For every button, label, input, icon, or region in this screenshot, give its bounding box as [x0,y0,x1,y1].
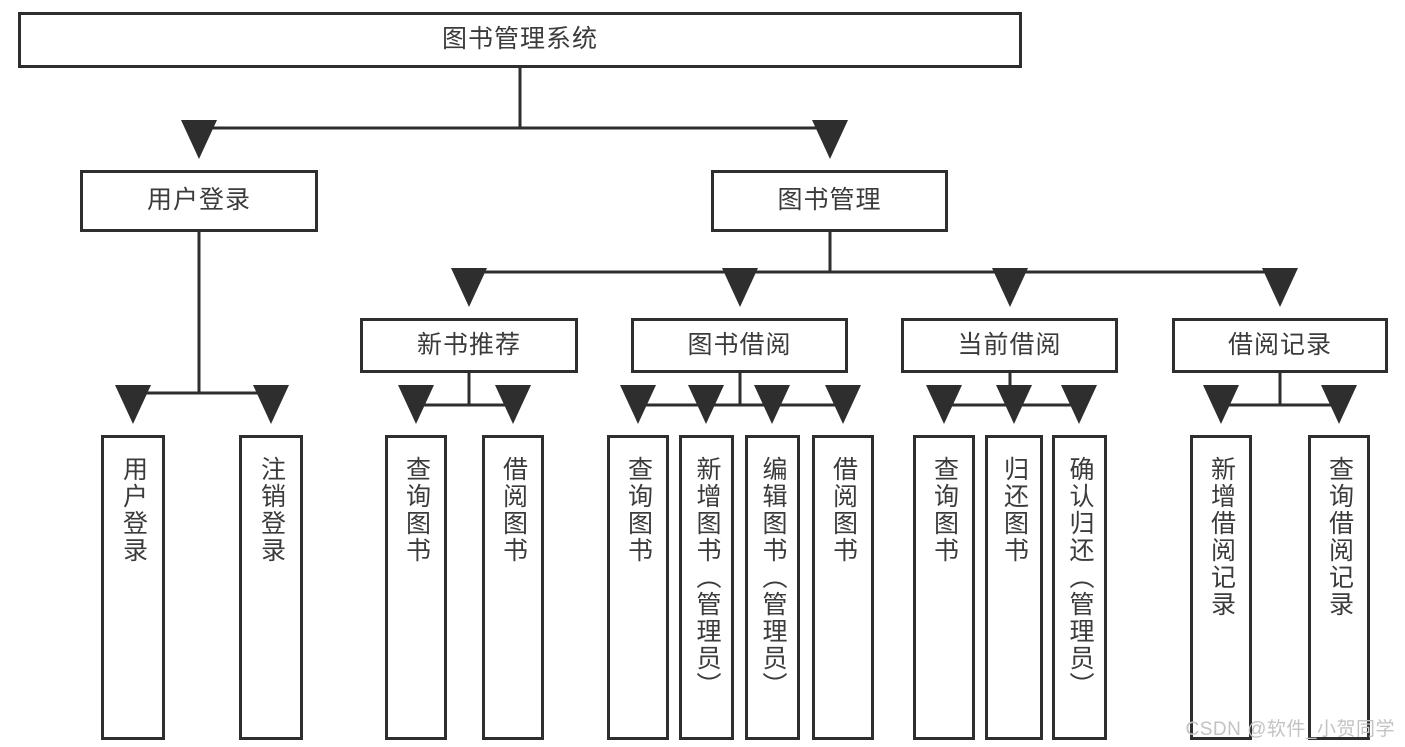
node-leaf-query-book-borrow[interactable]: 查询图书 [607,435,669,740]
edges-root-to-level2 [181,68,848,159]
node-borrow-records[interactable]: 借阅记录 [1172,318,1388,373]
node-leaf-query-book-recommend[interactable]: 查询图书 [385,435,447,740]
node-leaf-return-book[interactable]: 归还图书 [985,435,1043,740]
node-leaf-label: 新增图书（管理员） [693,456,721,699]
node-leaf-label: 用户登录 [119,456,148,564]
node-leaf-label: 归还图书 [1000,456,1029,564]
edges-current-to-leaves [926,373,1097,424]
node-leaf-label: 新增借阅记录 [1207,456,1236,618]
node-new-book-recommend-label: 新书推荐 [416,330,521,359]
node-root-system[interactable]: 图书管理系统 [18,12,1022,68]
csdn-watermark: CSDN @软件_小贺同学 [1185,719,1395,740]
node-current-borrow-label: 当前借阅 [957,330,1062,359]
node-leaf-add-book-admin[interactable]: 新增图书（管理员） [679,435,734,740]
node-leaf-add-borrow-record[interactable]: 新增借阅记录 [1190,435,1252,740]
node-leaf-label: 查询借阅记录 [1325,456,1354,618]
node-current-borrow[interactable]: 当前借阅 [901,318,1118,373]
node-leaf-borrow-book[interactable]: 借阅图书 [812,435,874,740]
node-leaf-logout[interactable]: 注销登录 [239,435,303,740]
edges-borrow-to-leaves [620,373,861,424]
node-user-login[interactable]: 用户登录 [80,170,318,232]
node-book-borrow[interactable]: 图书借阅 [631,318,848,373]
node-user-login-label: 用户登录 [146,186,251,215]
edges-records-to-leaves [1203,373,1357,424]
edges-login-to-leaves [115,232,289,424]
node-leaf-label: 编辑图书（管理员） [759,456,787,699]
node-leaf-confirm-return-admin[interactable]: 确认归还（管理员） [1052,435,1107,740]
edges-newbook-to-leaves [398,373,531,424]
node-book-borrow-label: 图书借阅 [687,330,792,359]
node-leaf-query-book-current[interactable]: 查询图书 [913,435,975,740]
node-leaf-label: 注销登录 [257,456,286,564]
node-leaf-label: 确认归还（管理员） [1066,456,1094,699]
node-leaf-label: 查询图书 [624,456,653,564]
node-leaf-label: 借阅图书 [829,456,858,564]
node-leaf-borrow-book-recommend[interactable]: 借阅图书 [482,435,544,740]
edges-books-to-level3 [451,232,1298,307]
node-new-book-recommend[interactable]: 新书推荐 [360,318,578,373]
node-leaf-query-borrow-record[interactable]: 查询借阅记录 [1308,435,1370,740]
node-leaf-label: 借阅图书 [499,456,528,564]
node-leaf-label: 查询图书 [402,456,431,564]
node-leaf-label: 查询图书 [930,456,959,564]
node-book-management[interactable]: 图书管理 [711,170,948,232]
node-book-management-label: 图书管理 [777,186,882,215]
node-borrow-records-label: 借阅记录 [1227,330,1332,359]
node-leaf-edit-book-admin[interactable]: 编辑图书（管理员） [745,435,800,740]
node-leaf-user-login[interactable]: 用户登录 [101,435,165,740]
node-root-label: 图书管理系统 [441,25,598,54]
